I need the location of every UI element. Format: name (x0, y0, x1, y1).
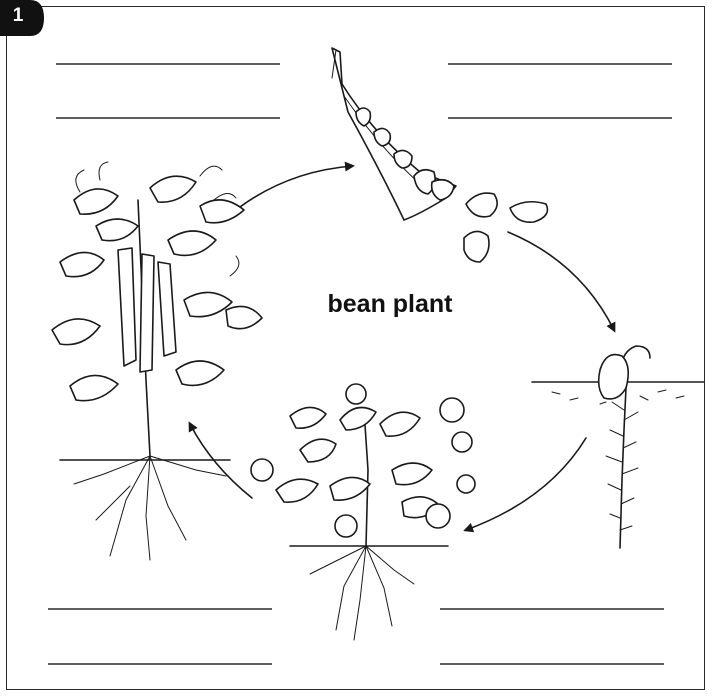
answer-lines-top-right[interactable] (448, 64, 672, 118)
curved-arrow-icon (190, 424, 252, 498)
curved-arrow-icon (466, 438, 586, 530)
curved-arrow-icon (508, 232, 614, 330)
answer-lines-bottom-right[interactable] (440, 609, 664, 664)
mature-bean-plant-icon (52, 162, 262, 560)
diagram-center-label: bean plant (285, 290, 495, 319)
bean-pod-icon (332, 48, 548, 262)
flowering-plant-icon (251, 384, 475, 640)
answer-lines-bottom-left[interactable] (48, 609, 272, 664)
exercise-number-badge: 1 (0, 0, 44, 36)
answer-lines-top-left[interactable] (56, 64, 280, 118)
curved-arrow-icon (226, 166, 352, 218)
sprouting-seed-icon (532, 346, 704, 548)
exercise-number: 1 (6, 5, 30, 27)
